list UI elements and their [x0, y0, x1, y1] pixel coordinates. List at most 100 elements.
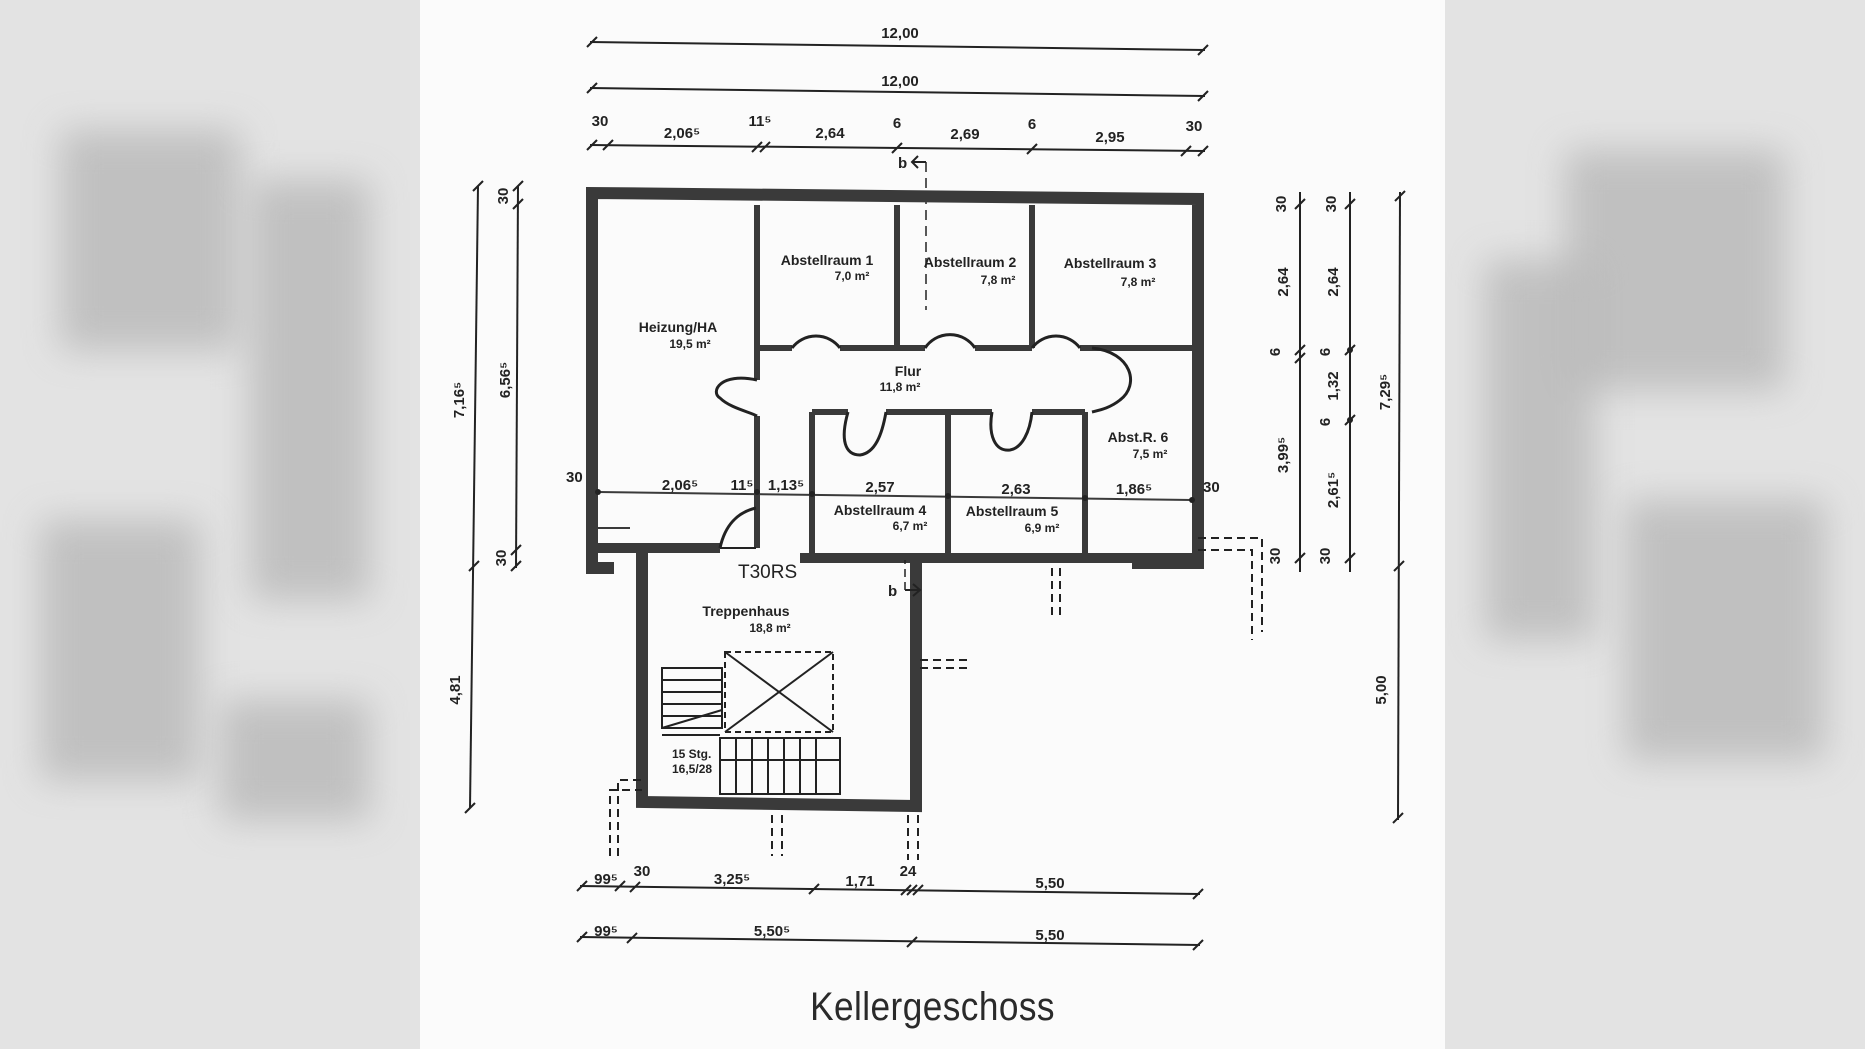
section-marker-top: b [898, 155, 927, 310]
dim-right-2-seg5: 6 [1317, 418, 1334, 426]
dim-left-upper-wall: 30 [495, 188, 512, 205]
room-abst5-name: Abstellraum 5 [966, 503, 1059, 519]
room-abst4-name: Abstellraum 4 [834, 502, 927, 518]
dim-right-1-seg3: 6 [1267, 348, 1284, 356]
room-abst3-area: 7,8 m² [1121, 275, 1156, 289]
dim-right-1-seg1: 30 [1273, 196, 1290, 213]
room-heizung: Heizung/HA 19,5 m² [639, 319, 718, 351]
room-abstellraum-2: Abstellraum 2 7,8 m² [924, 254, 1017, 287]
room-abst3-name: Abstellraum 3 [1064, 255, 1157, 271]
dim-top-overall-1-label: 12,00 [881, 25, 919, 42]
room-abstellraum-3: Abstellraum 3 7,8 m² [1064, 255, 1157, 289]
dimension-top-segments: 30 2,06⁵ 11⁵ 2,64 6 2,69 6 2,95 30 [586, 113, 1209, 157]
dim-bottom-1-seg5: 24 [900, 863, 917, 880]
foundation-dashed-lines [609, 537, 1263, 860]
room-heizung-area: 19,5 m² [669, 337, 710, 351]
dim-int-8: 30 [1203, 479, 1220, 496]
exterior-walls [586, 186, 1204, 813]
dim-seg-4: 2,64 [815, 125, 845, 142]
dim-bottom-2-seg3: 5,50 [1035, 927, 1064, 944]
room-flur-name: Flur [895, 363, 922, 379]
dim-bottom-2-seg2: 5,50⁵ [754, 923, 790, 940]
dim-right-2-seg2: 2,64 [1325, 267, 1342, 297]
blurred-background-left [0, 0, 420, 1049]
dim-left-outer-label: 7,16⁵ [451, 382, 468, 418]
dim-seg-3: 11⁵ [749, 113, 772, 130]
dim-right-2-seg3: 6 [1317, 348, 1334, 356]
dim-bottom-2-seg1: 99⁵ [594, 923, 618, 940]
dim-bottom-1-seg3: 3,25⁵ [714, 871, 750, 888]
dimension-top-overall-2: 12,00 [586, 73, 1209, 102]
section-marker-bottom: b [888, 560, 922, 600]
room-flur: Flur 11,8 m² [880, 363, 922, 394]
floor-plan-sheet: 12,00 12,00 30 2,06⁵ 11⁵ 2,64 6 2,69 6 2… [420, 0, 1445, 1049]
dim-left-stair-label: 4,81 [447, 675, 464, 704]
room-abst5-area: 6,9 m² [1025, 521, 1060, 535]
stair-ratio-label: 16,5/28 [672, 762, 712, 776]
dim-int-6: 2,63 [1001, 481, 1030, 498]
dim-left-lower-wall: 30 [493, 550, 510, 567]
dim-seg-9: 30 [1186, 118, 1203, 135]
dim-right-overall-label: 7,29⁵ [1377, 374, 1394, 410]
dimension-left-outer: 7,16⁵ 4,81 [447, 180, 484, 814]
dim-right-2-seg6: 2,61⁵ [1325, 472, 1342, 508]
dim-int-1: 30 [566, 469, 583, 486]
interior-dimensions: 30 2,06⁵ 11⁵ 1,13⁵ 2,57 2,63 1,86⁵ 30 [566, 469, 1220, 498]
dim-bottom-1-seg6: 5,50 [1035, 875, 1064, 892]
room-abst1-area: 7,0 m² [835, 269, 870, 283]
room-abst6-area: 7,5 m² [1133, 447, 1168, 461]
room-heizung-name: Heizung/HA [639, 319, 718, 335]
room-treppe-area: 18,8 m² [749, 621, 790, 635]
dim-left-inner-label: 6,56⁵ [497, 362, 514, 398]
door-swings [714, 333, 1132, 549]
room-treppe-name: Treppenhaus [702, 603, 789, 619]
dim-seg-2: 2,06⁵ [664, 125, 700, 142]
interior-dimension-nodes [595, 489, 1195, 503]
dim-seg-5: 6 [893, 115, 901, 132]
dim-seg-1: 30 [592, 113, 609, 130]
dim-right-2-seg7: 30 [1317, 548, 1334, 565]
dim-int-5: 2,57 [865, 479, 894, 496]
dimension-bottom-1: 99⁵ 30 3,25⁵ 1,71 24 5,50 [576, 863, 1204, 900]
dim-bottom-1-seg2: 30 [634, 863, 651, 880]
floor-plan-drawing: 12,00 12,00 30 2,06⁵ 11⁵ 2,64 6 2,69 6 2… [447, 25, 1406, 951]
dim-seg-7: 6 [1028, 116, 1036, 133]
room-abst4-area: 6,7 m² [893, 519, 928, 533]
dimension-right-overall: 7,29⁵ 5,00 [1373, 190, 1406, 824]
section-marker-bottom-label: b [888, 583, 897, 600]
dim-right-stair-label: 5,00 [1373, 675, 1390, 704]
room-abst2-name: Abstellraum 2 [924, 254, 1017, 270]
room-abstellraum-6: Abst.R. 6 7,5 m² [1108, 429, 1169, 461]
room-abstellraum-5: Abstellraum 5 6,9 m² [966, 503, 1060, 535]
staircase [661, 651, 841, 795]
room-flur-area: 11,8 m² [880, 380, 921, 394]
dim-seg-6: 2,69 [950, 126, 979, 143]
section-marker-top-label: b [898, 155, 907, 172]
room-abst2-area: 7,8 m² [981, 273, 1016, 287]
dim-int-7: 1,86⁵ [1116, 481, 1152, 498]
dim-right-2-seg1: 30 [1323, 196, 1340, 213]
dim-int-3: 11⁵ [731, 477, 754, 494]
dim-seg-8: 2,95 [1095, 129, 1124, 146]
dim-bottom-1-seg1: 99⁵ [594, 871, 618, 888]
dim-int-2: 2,06⁵ [662, 477, 698, 494]
dimension-top-overall-1: 12,00 [586, 25, 1209, 56]
dim-bottom-1-seg4: 1,71 [845, 873, 874, 890]
room-treppenhaus: Treppenhaus 18,8 m² [702, 603, 790, 635]
dimension-left-inner: 30 6,56⁵ 30 [493, 180, 524, 572]
dimension-right-2: 30 2,64 6 1,32 6 2,61⁵ 30 [1317, 192, 1356, 572]
dimension-bottom-2: 99⁵ 5,50⁵ 5,50 [576, 923, 1204, 951]
dim-right-1-seg4: 3,99⁵ [1275, 437, 1292, 473]
dim-int-4: 1,13⁵ [768, 477, 804, 494]
door-label-t30rs: T30RS [738, 562, 797, 583]
room-abstellraum-1: Abstellraum 1 7,0 m² [781, 252, 874, 283]
stair-steps-label: 15 Stg. [672, 747, 711, 761]
dim-right-2-seg4: 1,32 [1325, 371, 1342, 400]
room-abst1-name: Abstellraum 1 [781, 252, 874, 268]
dimension-right-1: 30 2,64 6 3,99⁵ 30 [1267, 192, 1306, 572]
dim-right-1-seg5: 30 [1267, 548, 1284, 565]
room-abstellraum-4: Abstellraum 4 6,7 m² [834, 502, 928, 533]
dim-top-overall-2-label: 12,00 [881, 73, 919, 90]
interior-walls [597, 205, 1193, 555]
plan-title: Kellergeschoss [810, 985, 1055, 1029]
